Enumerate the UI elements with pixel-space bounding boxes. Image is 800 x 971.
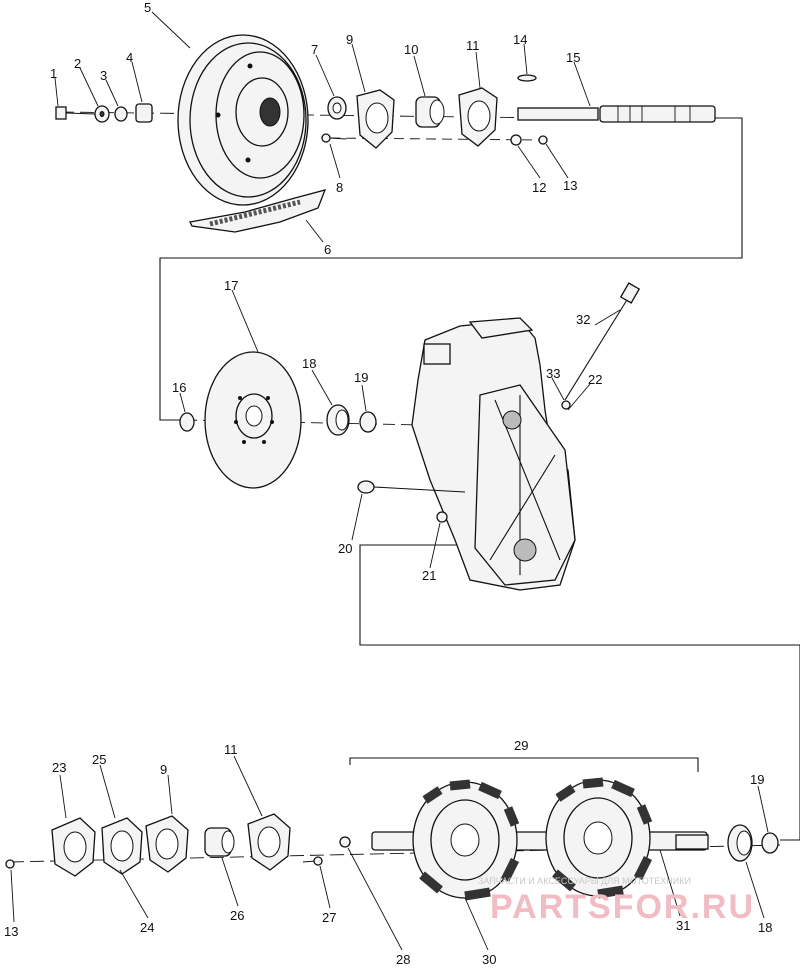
assembly-lines [9,111,800,863]
bolt-part-20 [357,480,466,494]
callout-9-bottom: 9 [160,762,167,777]
locknut-part-13 [538,135,548,145]
callout-13-bottom: 13 [4,924,18,939]
callout-7: 7 [311,42,318,57]
callout-14: 14 [513,32,527,47]
callout-24: 24 [140,920,154,935]
callout-1: 1 [50,66,57,81]
top-row-parts [55,34,716,233]
brake-disc-part-17 [204,351,302,489]
callout-11-top: 11 [466,38,480,53]
callout-28: 28 [396,952,410,967]
bearing-part-18 [326,404,350,436]
watermark-caption: ЗАПЧАСТИ И АКСЕССУАРЫ ДЛЯ МОТОТЕХНИКИ [478,876,691,886]
locknut-part-13-lower [5,859,15,869]
fitting-part-33 [561,400,571,410]
driven-pulley-part-5 [177,34,309,206]
callout-30: 30 [482,952,496,967]
bearing-part-26 [204,827,235,857]
callout-32: 32 [576,312,590,327]
leader-lines [10,11,769,951]
callout-18-mid: 18 [302,356,316,371]
bearing-part-18-lower [727,824,753,862]
plug-part-28 [339,836,351,848]
callout-21: 21 [422,568,436,583]
callout-16: 16 [172,380,186,395]
callout-33: 33 [546,366,560,381]
callout-9-top: 9 [346,32,353,47]
cable-part-32 [564,282,641,401]
callout-31: 31 [676,918,690,933]
callout-27: 27 [322,910,336,925]
middle-row-parts [179,282,641,591]
callout-22: 22 [588,372,602,387]
callout-10: 10 [404,42,418,57]
callout-25: 25 [92,752,106,767]
callout-19-mid: 19 [354,370,368,385]
callout-15: 15 [566,50,580,65]
flange-part-9 [356,89,395,149]
shaft-part-15 [517,105,716,123]
ring-part-19-lower [761,832,779,854]
bottom-row-parts [5,777,779,901]
callout-8: 8 [336,180,343,195]
callout-11-bottom: 11 [224,742,238,757]
oring-part-14 [517,74,537,82]
nut-part-21 [436,511,448,523]
chaincase-housing-part-22 [411,317,576,591]
ring-part-16 [179,412,195,432]
callout-12: 12 [532,180,546,195]
track-sprocket-part-30-right [545,777,653,899]
watermark: ЗАПЧАСТИ И АКСЕССУАРЫ ДЛЯ МОТОТЕХНИКИ PA… [478,876,755,926]
callout-20: 20 [338,541,352,556]
flange-part-24-25 [101,817,143,875]
bearing-part-10 [415,96,445,128]
callout-23: 23 [52,760,66,775]
bolt-part-27 [302,856,323,866]
lockwasher-part-3 [114,106,128,122]
callout-18-bottom: 18 [758,920,772,935]
bolt-part-1 [55,106,96,120]
callout-6: 6 [324,242,331,257]
nut-part-12 [510,134,522,146]
callout-26: 26 [230,908,244,923]
callout-3: 3 [100,68,107,83]
drive-belt-part-6 [189,189,327,233]
callout-2: 2 [74,56,81,71]
callout-19-bottom: 19 [750,772,764,787]
bolt-part-8 [321,133,347,143]
callout-29: 29 [514,738,528,753]
callout-13-top: 13 [563,178,577,193]
callout-4: 4 [126,50,133,65]
callout-labels: 1 2 3 4 5 6 7 8 9 10 11 12 13 14 15 16 1… [4,0,772,967]
callout-17: 17 [224,278,238,293]
nut-part-4 [135,103,153,123]
flange-part-9-lower [145,815,189,873]
flange-part-23 [51,817,96,877]
flange-part-11-lower [247,813,291,871]
watermark-brand: PARTSFOR.RU [490,888,755,926]
ring-part-19 [359,411,377,433]
track-sprocket-part-30-left [412,779,520,901]
flange-part-11 [458,87,498,147]
callout-5: 5 [144,0,151,15]
